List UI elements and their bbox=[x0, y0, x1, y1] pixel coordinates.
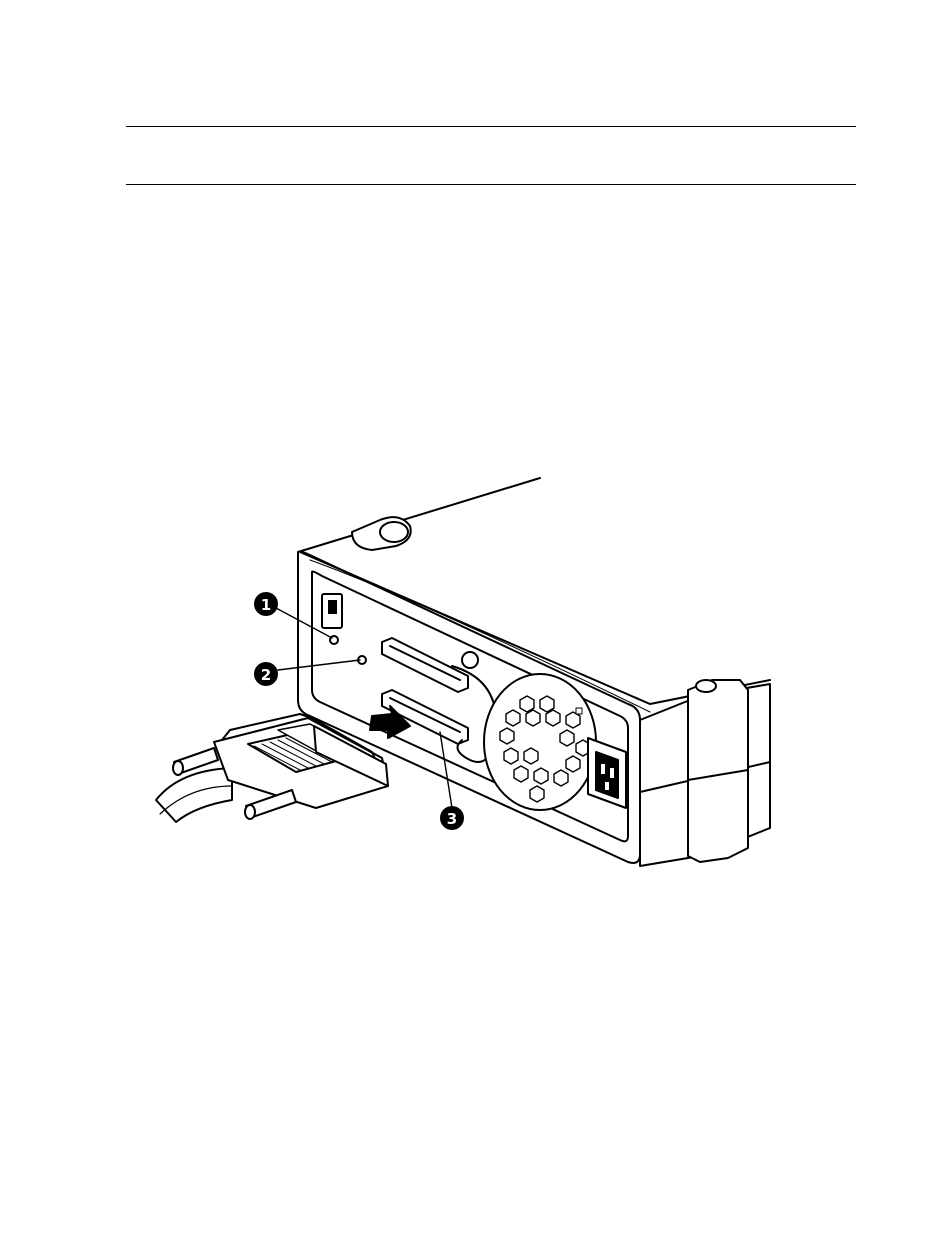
drive-top-latch-knob bbox=[380, 522, 408, 542]
power-switch-rocker bbox=[328, 600, 337, 614]
scsi-upper-screw bbox=[462, 652, 478, 668]
power-inlet-pin-3 bbox=[605, 782, 609, 790]
svg-text:3: 3 bbox=[447, 810, 457, 828]
power-inlet-pin-2 bbox=[610, 768, 614, 778]
thumbscrew-top-cap bbox=[173, 761, 183, 775]
svg-text:2: 2 bbox=[261, 666, 271, 684]
callout-1-icon: 1 bbox=[254, 592, 278, 616]
power-inlet-socket bbox=[596, 752, 618, 798]
power-inlet-pin-1 bbox=[601, 764, 605, 774]
fan-marker bbox=[576, 708, 582, 714]
thumbscrew-bottom-cap bbox=[245, 805, 255, 819]
callout-3-icon: 3 bbox=[440, 806, 464, 830]
rack-bracket-screw bbox=[696, 680, 716, 692]
scsi-cable-jacket bbox=[156, 768, 232, 822]
callout-2-icon: 2 bbox=[254, 662, 278, 686]
svg-text:1: 1 bbox=[261, 596, 271, 614]
